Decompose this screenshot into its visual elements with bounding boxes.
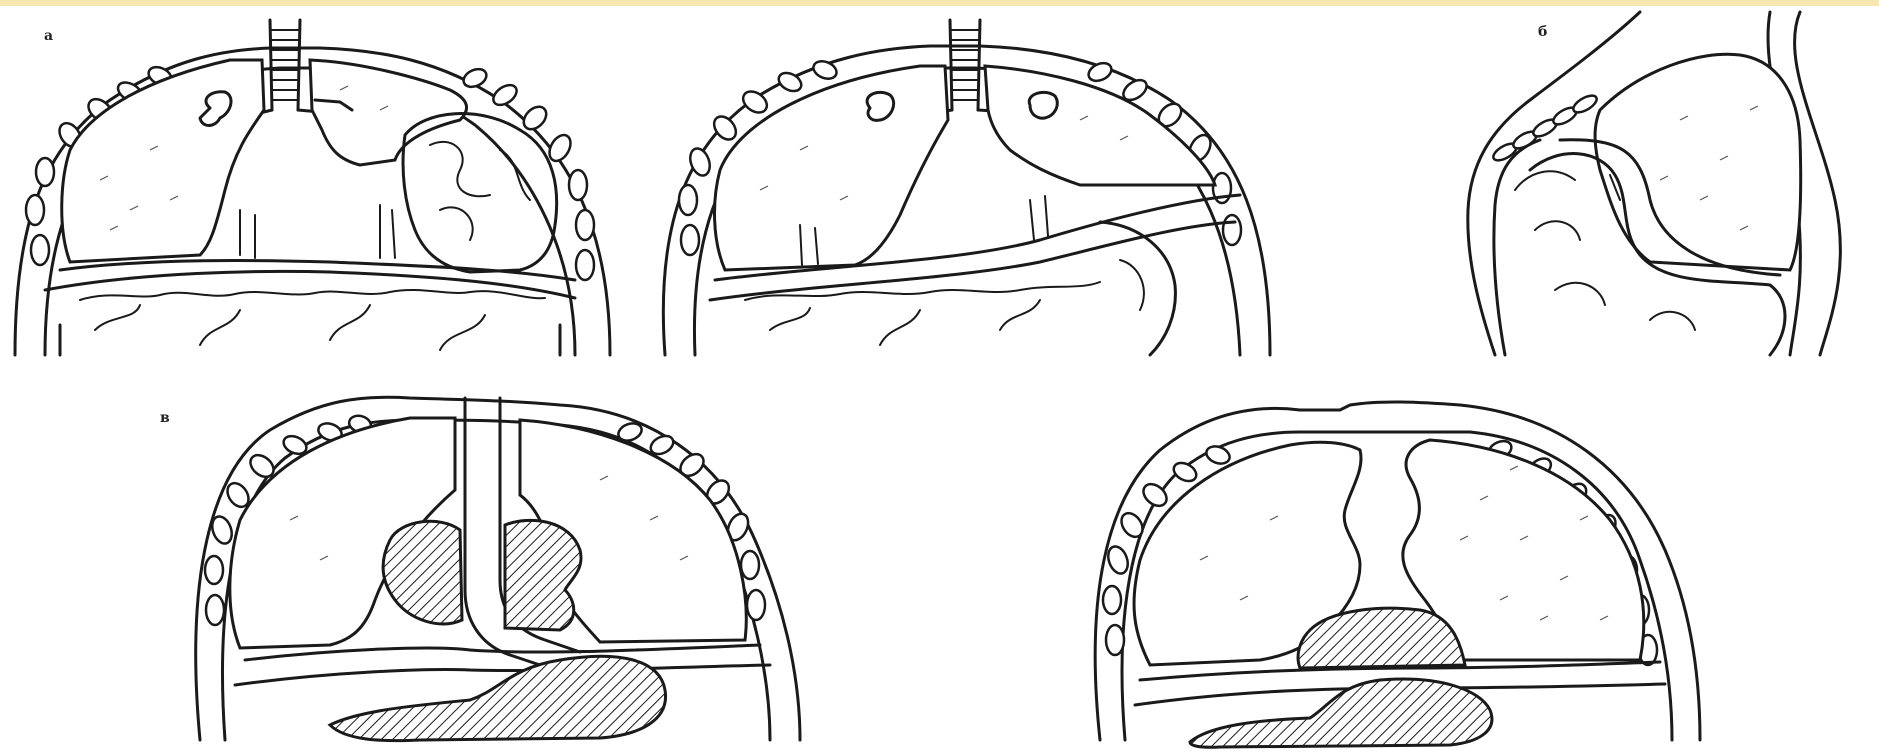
panel-a-right-lung: [310, 60, 467, 165]
panel-v-first-thorax: [196, 397, 800, 740]
panel-b-lateral-thorax: [1468, 12, 1841, 355]
panel-b-lung: [1595, 54, 1801, 270]
panel-label-a: а: [44, 28, 53, 44]
panel-a-abdominal-bowel: [80, 290, 545, 300]
panel-label-b: б: [1538, 24, 1547, 40]
panel-a-second-thorax: [663, 20, 1270, 355]
panel-label-v: в: [160, 410, 170, 426]
panel-v-heart: [383, 521, 462, 624]
panel-v-diaphragm: [245, 645, 760, 660]
panel-v-second-thorax: [1095, 402, 1700, 747]
panel-a-left-lung: [62, 60, 264, 262]
panel-a2-right-lung: [985, 66, 1215, 185]
panel-a-frontal-thorax: [15, 20, 610, 355]
